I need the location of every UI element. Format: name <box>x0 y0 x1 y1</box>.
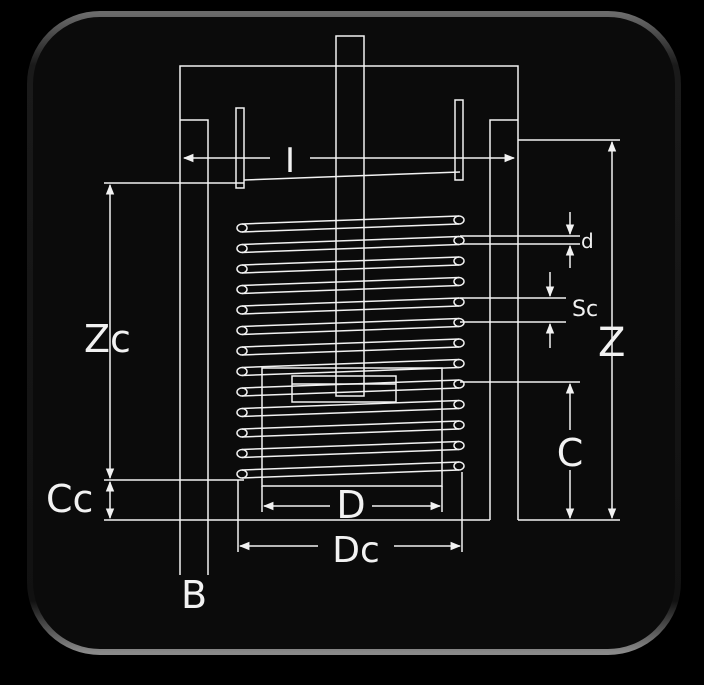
label-Sc: Sc <box>572 297 598 322</box>
coil-wire-top <box>241 399 460 410</box>
right-wall <box>489 119 518 520</box>
coil-wire-top <box>241 420 460 430</box>
coil-wire-bottom <box>241 387 460 397</box>
label-Z: Z <box>598 320 625 366</box>
left-wall <box>180 119 209 575</box>
coil-wire-top <box>241 256 460 266</box>
coil-wire-top <box>241 317 460 328</box>
coil-wire-bottom <box>241 264 460 274</box>
right-post <box>454 99 464 181</box>
piston-cap <box>291 375 397 403</box>
coil-wire-bottom <box>241 305 460 315</box>
label-Dc: Dc <box>332 530 380 571</box>
coil-wire-top <box>241 276 460 287</box>
coil-wire-bottom <box>241 469 460 479</box>
coil-wire-bottom <box>241 243 460 254</box>
coil-wire-top <box>241 461 460 471</box>
coil-wire-top <box>241 297 460 307</box>
coil-wire-top <box>241 379 460 389</box>
label-Zc: Zc <box>84 317 131 361</box>
spring-coils <box>236 215 465 479</box>
label-C: C <box>557 431 584 475</box>
coil-wire-top <box>241 358 460 369</box>
coil-wire-bottom <box>241 284 460 295</box>
label-Cc: Cc <box>46 477 93 521</box>
housing-outline <box>179 65 519 575</box>
coil-wire-bottom <box>241 366 460 377</box>
label-d: d <box>581 229 594 253</box>
coil-wire-bottom <box>241 346 460 356</box>
left-post <box>235 107 245 189</box>
coil-wire-top <box>241 235 460 246</box>
coil-wire-bottom <box>241 325 460 336</box>
panel-background <box>27 11 681 655</box>
label-B: B <box>181 573 207 617</box>
piston-block <box>261 367 443 487</box>
coil-wire-bottom <box>241 407 460 418</box>
coil-wire-bottom <box>241 428 460 438</box>
center-rod <box>335 35 365 397</box>
coil-wire-top <box>241 338 460 348</box>
label-D: D <box>336 483 365 527</box>
coil-wire-bottom <box>241 448 460 459</box>
coil-wire-top <box>241 440 460 451</box>
coil-wire-top <box>241 215 460 225</box>
coil-wire-bottom <box>241 223 460 233</box>
label-I: I <box>285 141 295 181</box>
